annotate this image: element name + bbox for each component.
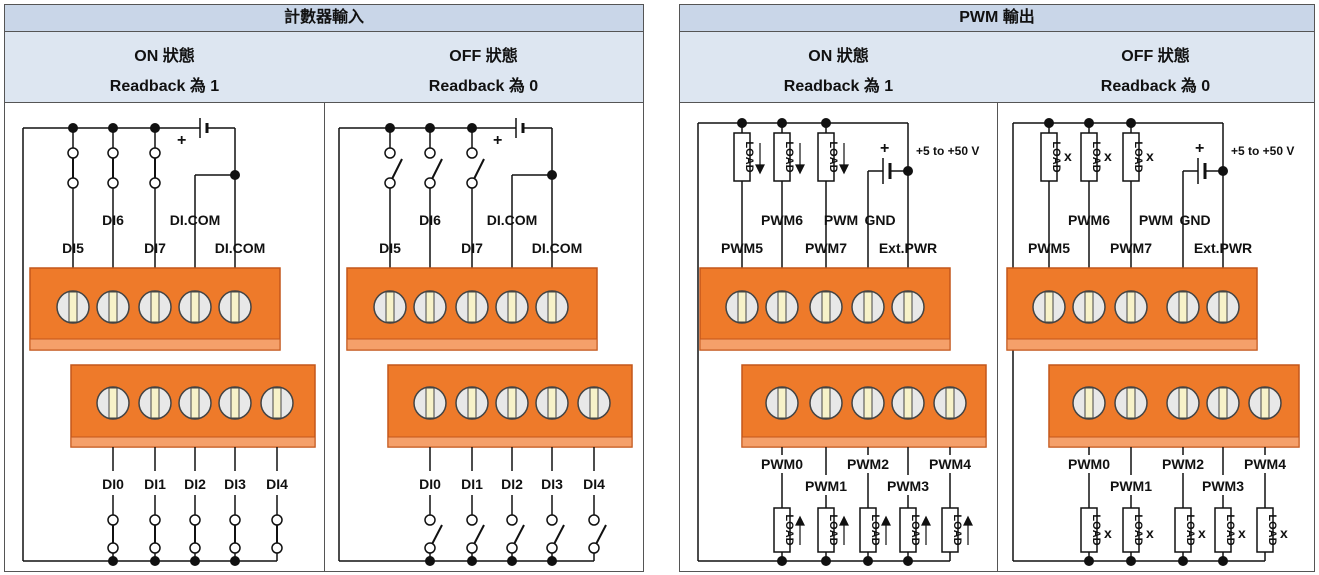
label-di3-off: DI3: [541, 476, 563, 492]
off-mark-pwm6: x: [1104, 148, 1112, 164]
label-di3: DI3: [224, 476, 246, 492]
label-di1: DI1: [144, 476, 166, 492]
label-di7-off: DI7: [461, 240, 483, 256]
label-pwm1-off: PWM1: [1110, 478, 1152, 494]
pwm-on-column: ON 狀態 Readback 為 1 + +5 to +50 V: [680, 32, 998, 571]
counter-off-header: OFF 狀態 Readback 為 0: [324, 32, 643, 103]
counter-on-readback: Readback 為 1: [109, 78, 220, 95]
off-mark-pwm5: x: [1064, 148, 1072, 164]
off-mark-pwm3: x: [1238, 525, 1246, 541]
label-di0: DI0: [102, 476, 124, 492]
label-di7: DI7: [144, 240, 166, 256]
counter-on-column: ON 狀態 Readback 為 1 +: [5, 32, 325, 571]
label-pwm0-off: PWM0: [1068, 456, 1110, 472]
label-pwm0: PWM0: [761, 456, 803, 472]
pwm-battery-plus-off: +: [1195, 140, 1204, 157]
label-di5-off: DI5: [379, 240, 401, 256]
pwm-output-title: PWM 輸出: [680, 5, 1314, 32]
counter-input-panel: 計數器輸入 ON 狀態 Readback 為 1 +: [4, 4, 644, 572]
label-di1-off: DI1: [461, 476, 483, 492]
load-pwm7: LOAD: [827, 141, 839, 172]
label-pwm1: PWM1: [805, 478, 847, 494]
load-pwm3: LOAD: [909, 514, 921, 545]
label-di4: DI4: [266, 476, 288, 492]
off-mark-pwm2: x: [1198, 525, 1206, 541]
off-mark-pwm7: x: [1146, 148, 1154, 164]
off-mark-pwm4: x: [1280, 525, 1288, 541]
load-pwm4-off: LOAD: [1266, 514, 1278, 545]
label-pwm5: PWM5: [721, 240, 763, 256]
label-pwm3-off: PWM3: [1202, 478, 1244, 494]
load-pwm7-off: LOAD: [1132, 141, 1144, 172]
label-di-com-lower-off: DI.COM: [532, 240, 583, 256]
label-ext-pwr-off: Ext.PWR: [1194, 240, 1252, 256]
load-pwm0: LOAD: [783, 514, 795, 545]
load-pwm6-off: LOAD: [1090, 141, 1102, 172]
label-di4-off: DI4: [583, 476, 605, 492]
pwm-off-readback: Readback 為 0: [1100, 78, 1211, 95]
label-pwm2-off: PWM2: [1162, 456, 1204, 472]
pwm-off-header: OFF 狀態 Readback 為 0: [997, 32, 1314, 103]
load-pwm5: LOAD: [743, 141, 755, 172]
label-pwm4-off: PWM4: [1244, 456, 1286, 472]
counter-on-state: ON 狀態: [134, 48, 195, 65]
pwm-on-readback: Readback 為 1: [783, 78, 894, 95]
label-pwm-gnd-a: PWM: [824, 212, 858, 228]
label-di6-off: DI6: [419, 212, 441, 228]
pwm-voltage-label-off: +5 to +50 V: [1231, 144, 1294, 158]
label-di0-off: DI0: [419, 476, 441, 492]
label-di5: DI5: [62, 240, 84, 256]
label-di-com-lower: DI.COM: [215, 240, 266, 256]
counter-off-state: OFF 狀態: [449, 48, 518, 65]
label-pwm7-off: PWM7: [1110, 240, 1152, 256]
counter-off-diagram: + DI6 DI.COM DI5 DI7 DI.COM: [338, 118, 633, 566]
label-pwm2: PWM2: [847, 456, 889, 472]
counter-off-column: OFF 狀態 Readback 為 0 + DI6 DI.COM DI: [324, 32, 643, 571]
label-di-com-upper: DI.COM: [170, 212, 221, 228]
battery-plus: +: [177, 132, 186, 149]
counter-on-header: ON 狀態 Readback 為 1: [5, 32, 324, 103]
pwm-battery-plus: +: [880, 140, 889, 157]
load-pwm1-off: LOAD: [1132, 514, 1144, 545]
pwm-off-diagram: + +5 to +50 V LOAD LOAD LOAD x x x PWM6 …: [1006, 118, 1300, 566]
label-pwm3: PWM3: [887, 478, 929, 494]
pwm-on-diagram: + +5 to +50 V LOAD LOAD LOAD PWM6 PWM GN…: [697, 118, 987, 566]
load-pwm2-off: LOAD: [1184, 514, 1196, 545]
pwm-output-panel: PWM 輸出 ON 狀態 Readback 為 1 + +5 to +50 V: [679, 4, 1315, 572]
label-pwm5-off: PWM5: [1028, 240, 1070, 256]
counter-input-title: 計數器輸入: [5, 5, 643, 32]
label-di6: DI6: [102, 212, 124, 228]
label-pwm6-off: PWM6: [1068, 212, 1110, 228]
counter-off-readback: Readback 為 0: [428, 78, 539, 95]
pwm-on-header: ON 狀態 Readback 為 1: [680, 32, 997, 103]
load-pwm0-off: LOAD: [1090, 514, 1102, 545]
pwm-off-column: OFF 狀態 Readback 為 0 + +5 to +50 V LOAD L…: [997, 32, 1314, 571]
battery-plus-off: +: [493, 132, 502, 149]
label-pwm7: PWM7: [805, 240, 847, 256]
load-pwm5-off: LOAD: [1050, 141, 1062, 172]
load-pwm3-off: LOAD: [1224, 514, 1236, 545]
load-pwm4: LOAD: [951, 514, 963, 545]
label-di2: DI2: [184, 476, 206, 492]
off-mark-pwm0: x: [1104, 525, 1112, 541]
label-pwm-gnd-b: GND: [864, 212, 895, 228]
label-pwm-gnd-a-off: PWM: [1139, 212, 1173, 228]
label-pwm6: PWM6: [761, 212, 803, 228]
counter-on-diagram: + DI6 DI.COM DI5 DI7 DI.CO: [22, 118, 316, 566]
label-di-com-upper-off: DI.COM: [487, 212, 538, 228]
pwm-on-state: ON 狀態: [808, 48, 869, 65]
load-pwm1: LOAD: [827, 514, 839, 545]
label-pwm4: PWM4: [929, 456, 971, 472]
label-di2-off: DI2: [501, 476, 523, 492]
load-pwm2: LOAD: [869, 514, 881, 545]
pwm-voltage-label: +5 to +50 V: [916, 144, 979, 158]
load-pwm6: LOAD: [783, 141, 795, 172]
label-ext-pwr: Ext.PWR: [879, 240, 937, 256]
pwm-off-state: OFF 狀態: [1121, 48, 1190, 65]
off-mark-pwm1: x: [1146, 525, 1154, 541]
label-pwm-gnd-b-off: GND: [1179, 212, 1210, 228]
